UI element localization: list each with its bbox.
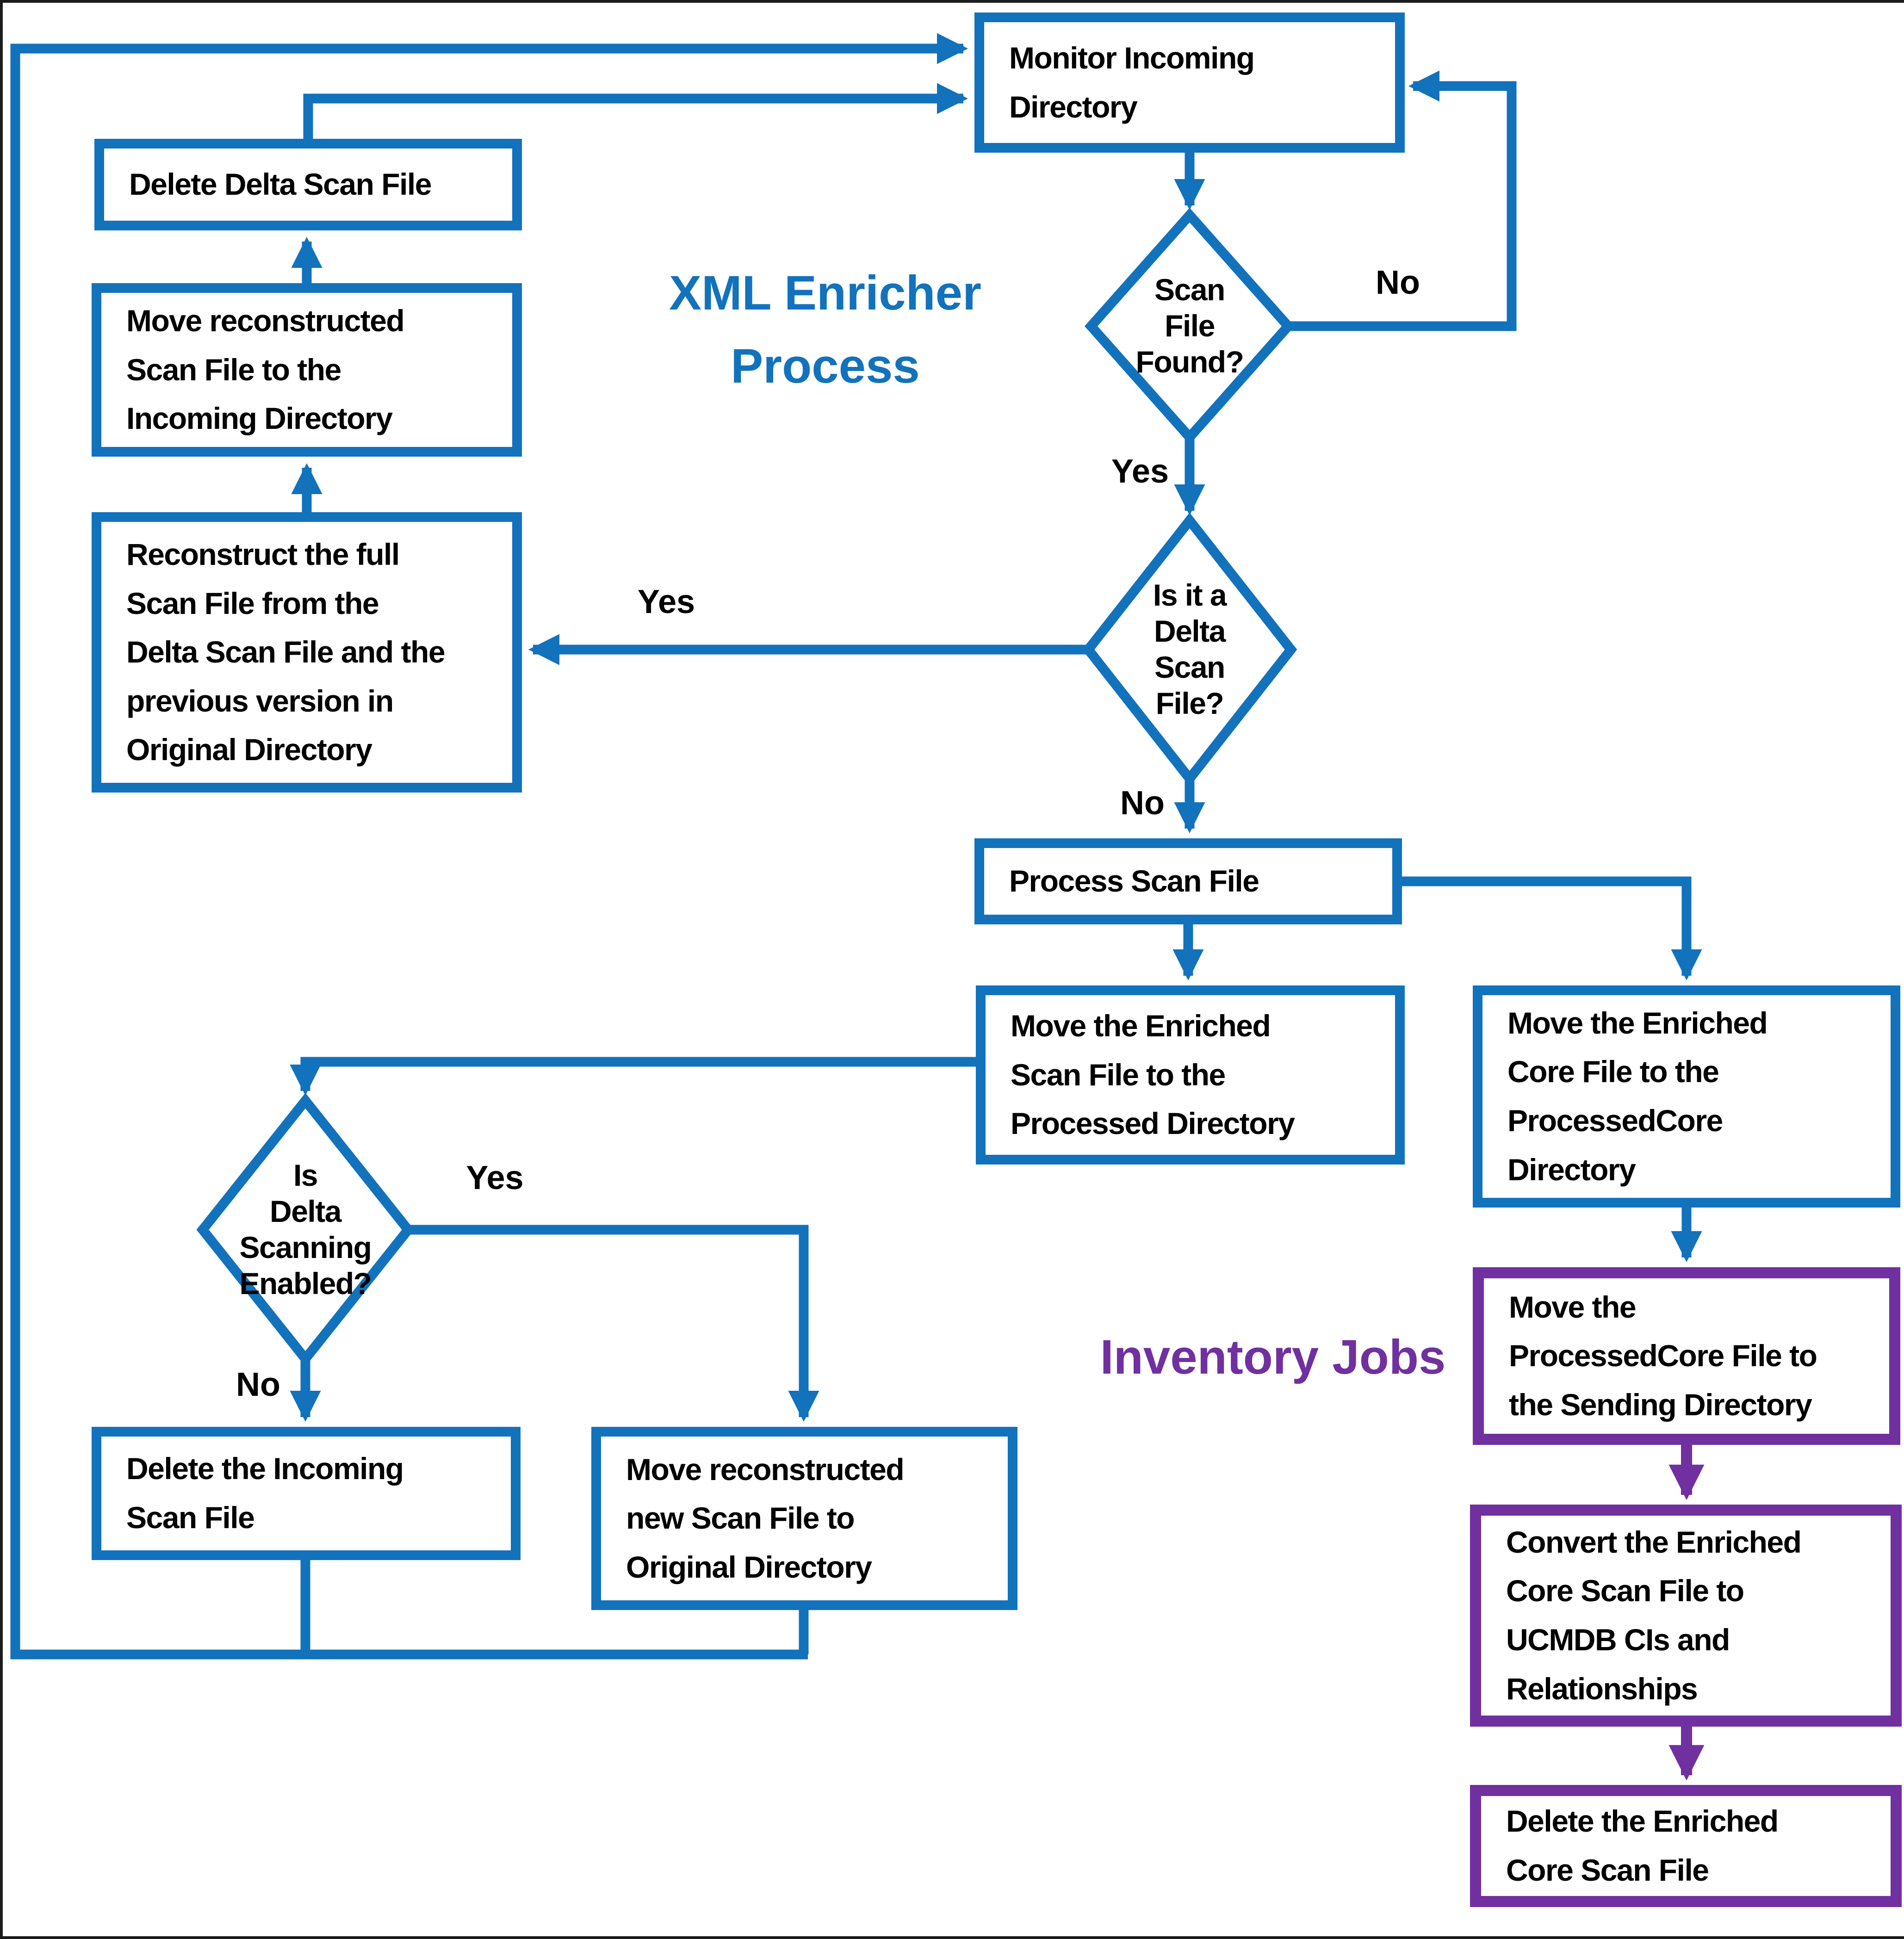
edge-delta-scanning-yes-to-move-recon-new xyxy=(408,1225,819,1422)
edge-enriched-scan-to-delta-scanning xyxy=(290,1057,976,1096)
node-label: Move reconstructed Scan File to the Inco… xyxy=(126,304,405,436)
node-move-enriched-scan-file-processed: Move the Enriched Scan File to the Proce… xyxy=(976,985,1405,1165)
title-inventory-jobs: Inventory Jobs xyxy=(1100,1330,1446,1384)
node-label: Delete Delta Scan File xyxy=(129,167,432,202)
node-label: Convert the Enriched Core Scan File to U… xyxy=(1506,1524,1802,1706)
edge-label-delta-scanning-no: No xyxy=(236,1366,280,1403)
node-label: Move the Enriched Core File to the Proce… xyxy=(1507,1005,1768,1187)
node-label: Move the Enriched Scan File to the Proce… xyxy=(1011,1009,1295,1141)
decision-is-delta-scan-file: Is it a Delta Scan File? xyxy=(1153,578,1227,720)
connector-layer xyxy=(10,33,1705,1781)
decision-scan-file-found: Scan File Found? xyxy=(1135,273,1244,379)
node-label: Delete the Enriched Core Scan File xyxy=(1506,1804,1779,1887)
edge-label-is-delta-yes: Yes xyxy=(637,583,695,620)
title-xml-enricher-process: XML Enricher Process xyxy=(669,266,981,393)
node-delete-incoming-scan-file: Delete the Incoming Scan File xyxy=(92,1427,521,1560)
node-delete-delta-scan-file: Delete Delta Scan File xyxy=(94,139,522,230)
node-label: Move reconstructed new Scan File to Orig… xyxy=(626,1452,905,1584)
node-move-reconstructed-scan-file-incoming: Move reconstructed Scan File to the Inco… xyxy=(92,283,522,457)
edge-label-scan-found-no: No xyxy=(1376,264,1420,301)
node-move-enriched-core-file-processedcore: Move the Enriched Core File to the Proce… xyxy=(1473,985,1900,1208)
node-convert-enriched-core-to-ucmdb: Convert the Enriched Core Scan File to U… xyxy=(1470,1505,1902,1727)
diamond-is-delta-scan-file xyxy=(1082,512,1297,787)
node-reconstruct-full-scan-file: Reconstruct the full Scan File from the … xyxy=(92,512,522,793)
node-label: Delete the Incoming Scan File xyxy=(126,1451,404,1535)
node-delete-enriched-core-scan-file: Delete the Enriched Core Scan File xyxy=(1470,1785,1902,1907)
decision-is-delta-scanning-enabled: Is Delta Scanning Enabled? xyxy=(239,1158,372,1301)
node-label: Move the ProcessedCore File to the Sendi… xyxy=(1509,1289,1817,1422)
edge-process-to-enriched-core xyxy=(1402,876,1702,981)
node-label: Reconstruct the full Scan File from the … xyxy=(126,537,446,767)
node-label: Process Scan File xyxy=(1009,864,1259,898)
node-monitor-incoming-directory: Monitor Incoming Directory xyxy=(974,12,1405,153)
edge-delete-delta-to-monitor xyxy=(303,83,968,139)
diamond-is-delta-scanning-enabled xyxy=(196,1093,415,1367)
diamond-scan-file-found xyxy=(1084,208,1295,445)
edge-label-scan-found-yes: Yes xyxy=(1111,453,1169,490)
edge-label-is-delta-no: No xyxy=(1120,785,1165,822)
edge-scan-file-found-no-loop xyxy=(1288,70,1517,331)
node-move-processedcore-file-sending: Move the ProcessedCore File to the Sendi… xyxy=(1473,1267,1900,1445)
node-process-scan-file: Process Scan File xyxy=(974,838,1402,924)
edge-label-delta-scanning-yes: Yes xyxy=(466,1159,524,1196)
node-label: Monitor Incoming Directory xyxy=(1009,40,1255,124)
node-move-reconstructed-new-scan-file-original: Move reconstructed new Scan File to Orig… xyxy=(591,1427,1017,1610)
edge-bottom-loop-to-monitor xyxy=(10,33,968,1660)
